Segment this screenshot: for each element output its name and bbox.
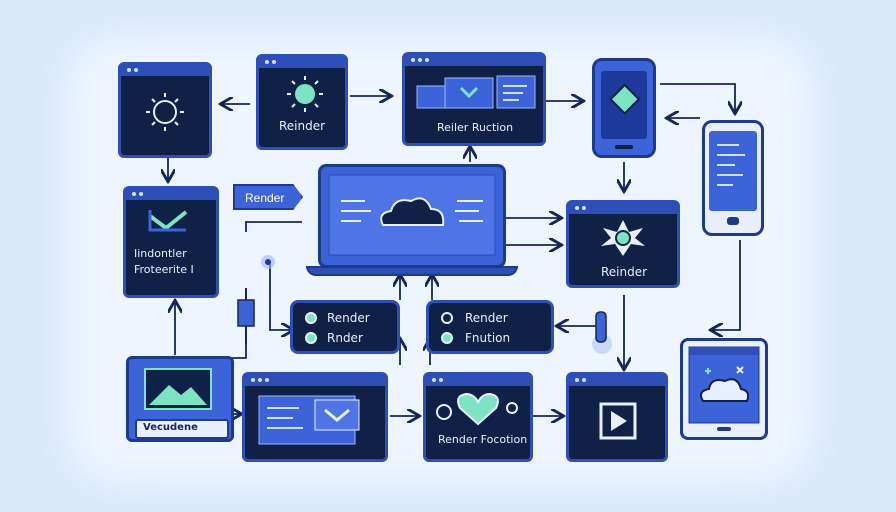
left-panel-line2: Froteerite I (134, 263, 194, 276)
play-icon (599, 402, 637, 440)
cloud-tablet-icon (688, 346, 760, 431)
render-tag: Render (233, 184, 303, 210)
pill-left: Render Rnder (290, 300, 400, 354)
left-panel-window: Iindontler Froteerite I (123, 186, 219, 298)
code-window (242, 372, 388, 462)
image-panel: Vecudene (126, 356, 234, 442)
image-label-box: Vecudene (135, 419, 229, 439)
starburst-icon (601, 220, 645, 256)
laptop-base (306, 266, 518, 276)
function-window-top: Reiler Ruction (402, 52, 546, 146)
pill-left-text-1: Render (327, 311, 370, 325)
sun-icon (146, 93, 184, 131)
phone-diamond (592, 58, 656, 158)
image-icon (144, 368, 212, 410)
render-top-label: Reinder (279, 119, 326, 133)
plug-icon (237, 255, 275, 344)
laptop-cloud-icon (328, 174, 496, 256)
phone-diamond-icon (601, 71, 647, 149)
pointer-icon (592, 311, 612, 354)
phone-code (702, 120, 764, 236)
image-label: Vecudene (143, 422, 198, 433)
render-window-top: Reinder (256, 54, 348, 150)
mail-check-icon (148, 210, 188, 232)
sun-window (118, 62, 212, 158)
render-right-label: Reinder (601, 265, 648, 279)
laptop-screen (318, 164, 506, 268)
render-function-window: Render Focotion (423, 372, 533, 462)
sun-green-icon (287, 76, 323, 112)
cloud-tablet (680, 338, 768, 440)
pill-right-text-2: Fnution (465, 331, 511, 345)
heart-icon (436, 392, 518, 426)
pill-left-text-2: Rnder (327, 331, 363, 345)
function-top-label: Reiler Ruction (437, 121, 514, 134)
render-window-right: Reinder (566, 200, 680, 288)
render-function-label: Render Focotion (438, 433, 528, 446)
pill-right: Render Fnution (426, 300, 554, 354)
phone-code-icon (709, 131, 757, 225)
window-stack-icon (416, 75, 536, 109)
code-window-icon (258, 395, 360, 445)
video-window (566, 372, 668, 462)
left-panel-line1: Iindontler (134, 247, 187, 260)
pill-right-text-1: Render (465, 311, 508, 325)
